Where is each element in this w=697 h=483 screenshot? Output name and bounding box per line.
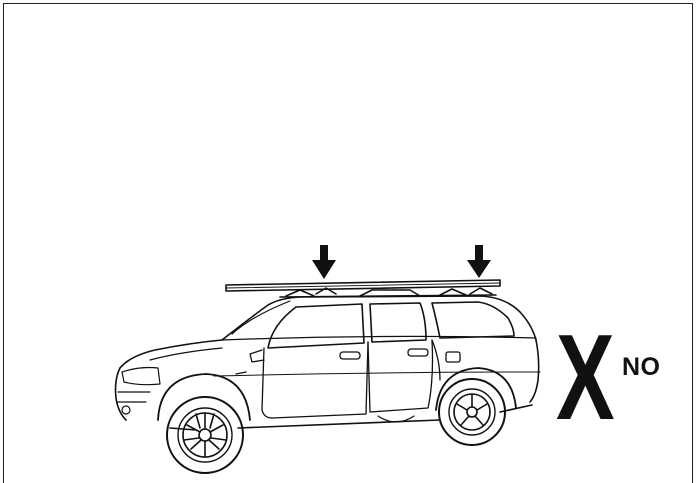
down-arrow-front (312, 245, 336, 279)
rear-wheel (439, 379, 505, 445)
no-label: NO (622, 353, 661, 382)
windows (232, 301, 514, 348)
down-arrow-rear (467, 245, 491, 278)
wheel-arches (158, 368, 516, 420)
front-wheel (167, 397, 243, 473)
doors (236, 340, 460, 418)
prohibited-x-mark: X (556, 316, 615, 438)
roof-load (226, 280, 500, 291)
